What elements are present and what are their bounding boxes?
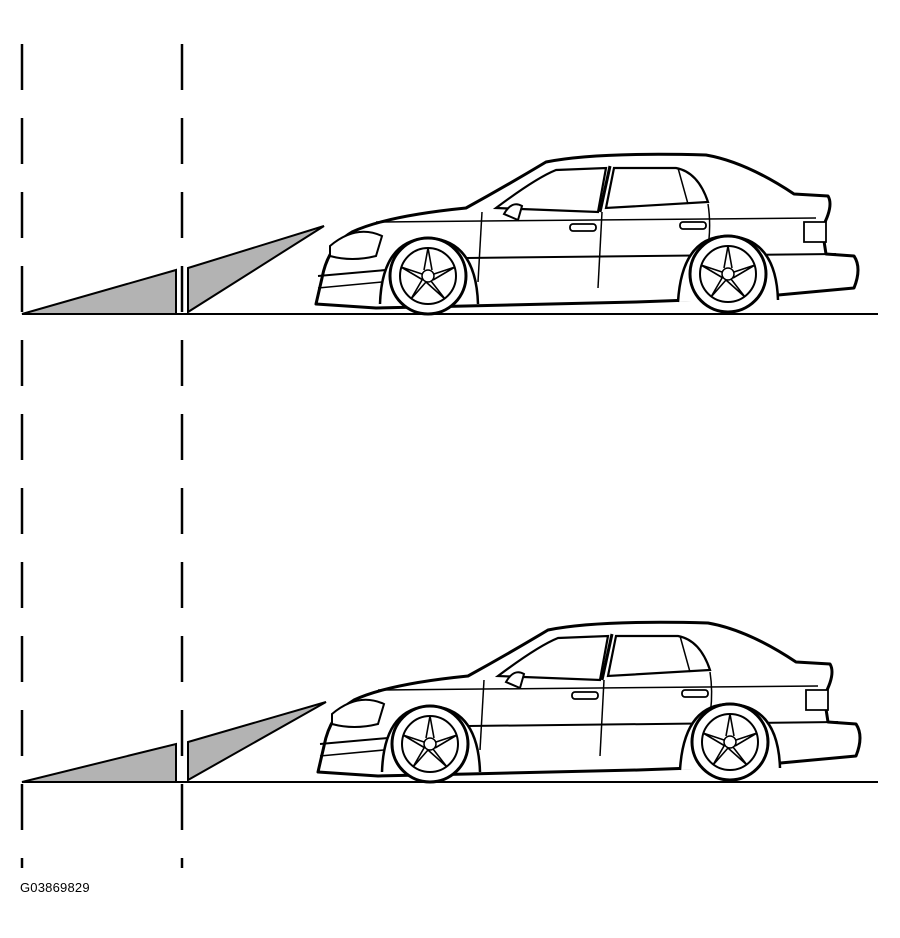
car-illustration [316, 620, 862, 784]
upper-car-headlight-beam [21, 152, 878, 316]
beam-far [21, 742, 177, 783]
figure-id-label: G03869829 [20, 880, 90, 895]
beam-near [187, 701, 327, 782]
beam-near [187, 225, 325, 314]
beam-far [21, 268, 177, 315]
car-illustration [314, 152, 860, 316]
lower-car-headlight-beam [21, 620, 878, 784]
